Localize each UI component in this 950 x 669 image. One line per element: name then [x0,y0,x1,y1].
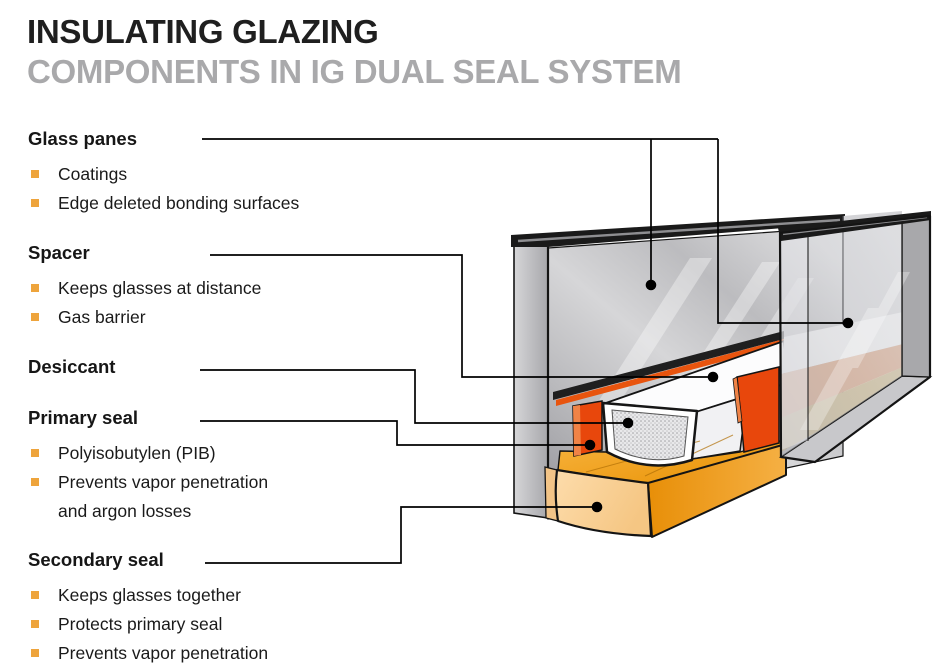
slide-header: INSULATING GLAZING COMPONENTS IN IG DUAL… [27,12,682,92]
desiccant-core [611,409,689,461]
bullet-square-icon [31,449,39,457]
bullet-item: Keeps glasses at distance [28,274,368,303]
dot-secondary-seal [591,501,603,513]
bullet-text: Keeps glasses at distance [58,278,262,298]
primary-seal-edge-stripe [556,339,784,406]
bullet-square-icon [31,284,39,292]
dot-primary-seal [584,439,596,451]
section-heading: Desiccant [28,356,116,377]
bullet-square-icon [31,620,39,629]
dot-spacer [707,371,719,383]
bullet-text: Protects primary seal [58,614,223,635]
bullet-square-icon [31,170,39,178]
leader-glass-panes [202,138,848,324]
leader-secondary-seal [205,506,595,564]
bullet-text: Keeps glasses together [58,585,241,605]
page-subtitle: COMPONENTS IN IG DUAL SEAL SYSTEM [27,53,682,90]
glass-reflection-streaks [800,272,910,430]
secondary-seal-cut-face [554,468,653,538]
dot-desiccant [622,417,634,429]
bullet-square-icon [31,478,39,487]
leader-spacer [210,254,712,378]
bullet-text: Edge deleted bonding surfaces [58,193,300,214]
bullet-square-icon [31,199,39,208]
page-title: INSULATING GLAZING [27,13,379,50]
bullet-square-icon [31,591,39,599]
bullet-text: Gas barrier [58,307,146,328]
bullet-square-icon [31,649,39,658]
primary-seal-left [572,400,603,457]
bullet-list: Polyisobutylen (PIB) Prevents vapor penet… [28,439,284,527]
leader-primary-seal [200,420,588,446]
bullet-item: Edge deleted bonding surfaces [28,189,368,218]
glass-pane-right-edge-face [780,228,808,450]
section-primary-seal: Primary seal Polyisobutylen (PIB) Prevent… [28,406,284,527]
section-heading: Secondary seal [28,549,164,570]
section-heading: Spacer [28,242,90,263]
desiccant [601,401,699,467]
primary-seal-right [732,366,780,453]
bullet-item: Protects primary seal [28,610,368,639]
bullet-item: Coatings [28,160,368,189]
bullet-item: Keeps glasses together [28,581,368,610]
dot-glass-pane-left [645,279,657,291]
glass-pane-right [778,211,933,464]
bullet-item: Prevents vapor penetration and argon los… [28,468,284,526]
bullet-text: Polyisobutylen (PIB) [58,443,216,463]
bullet-item: Gas barrier [28,303,368,332]
section-desiccant: Desiccant [28,355,368,388]
bullet-item: Polyisobutylen (PIB) [28,439,284,468]
bullet-text: Prevents vapor penetration [58,643,269,664]
leader-lines [200,138,848,564]
callout-dots [584,279,854,513]
dot-glass-pane-right [842,317,854,329]
bullet-square-icon [31,313,39,322]
bullet-text: Coatings [58,164,128,184]
bullet-item: Prevents vapor penetration [28,639,368,668]
glass-pane-left-bottom-edge [553,331,784,400]
leader-desiccant [200,369,626,424]
section-heading: Primary seal [28,407,139,428]
section-heading: Glass panes [28,128,138,149]
bullet-text: Prevents vapor penetration and argon los… [58,472,269,522]
